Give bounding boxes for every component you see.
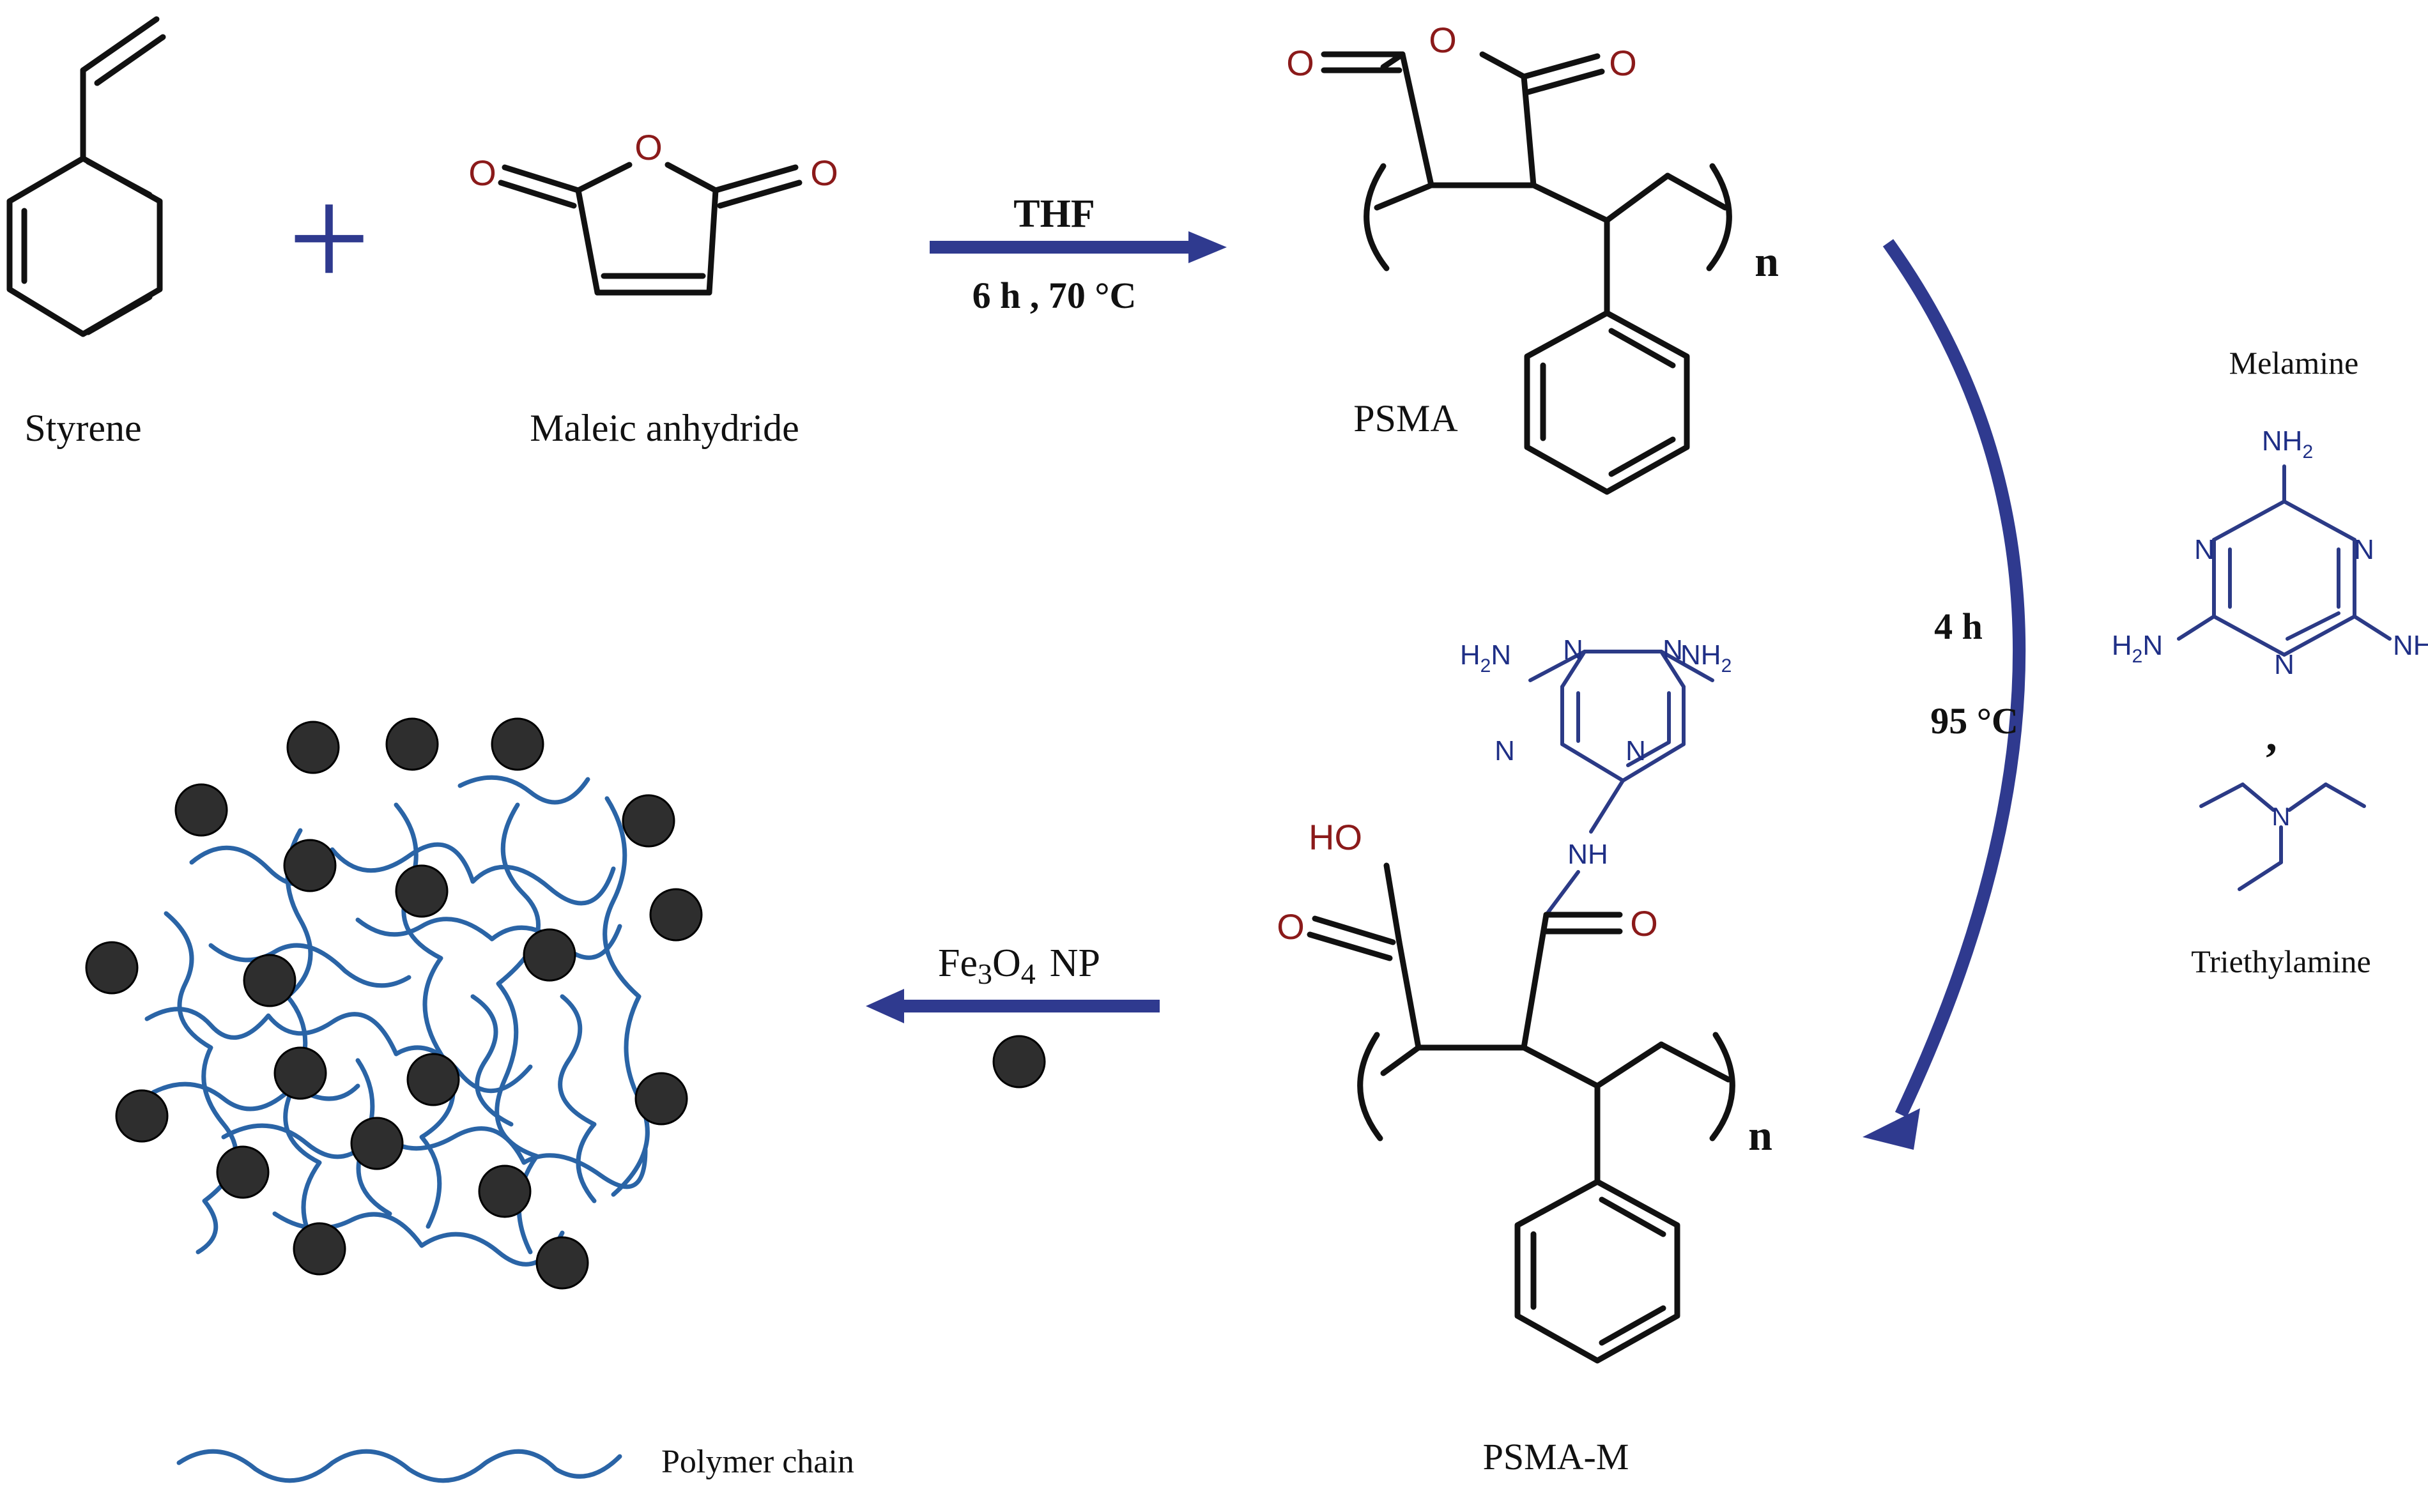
styrene-ring [6,155,163,337]
nitrogen-atom: N [2272,803,2291,831]
nanoparticle-icon [992,1035,1046,1088]
amino-group: NH2 [2262,425,2313,462]
reaction-arrow-curved [1863,239,2026,1150]
oxygen-atom: O [1429,20,1457,60]
styrene-label: Styrene [24,407,141,449]
melamine-structure [2177,464,2392,657]
oxygen-atom: O [1277,906,1305,947]
styrene-structure [6,16,166,337]
oxygen-atom: O [634,127,663,167]
nanoparticle-icon [491,717,544,771]
nanocomposite-illustration [85,717,703,1290]
oxygen-atom: O [1630,903,1658,943]
nanoparticle-icon [243,954,296,1007]
reagent-separator: , [2266,712,2277,761]
polymer-network [144,775,650,1267]
oxygen-atom: O [468,153,496,193]
nanoparticle-icon [293,1222,346,1276]
nanoparticle-icon [478,1165,532,1218]
triethylamine-structure [2199,783,2366,891]
maleic-anhydride-structure [498,162,803,296]
reaction-arrow-right [930,231,1227,263]
nanoparticle-icon [395,864,449,918]
reaction-temperature: 95 °C [1930,700,2018,742]
nitrogen-atom: N [1663,634,1683,666]
repeat-unit-n: n [1755,237,1779,286]
melamine-label: Melamine [2229,345,2359,381]
reaction-arrow-left [866,989,1160,1023]
nitrogen-atom: N [2274,649,2294,680]
styrene-double-bond [85,294,153,335]
psma-m-structure [1307,650,1735,1364]
nanoparticle-icon [622,794,675,848]
oxygen-atom: O [1609,43,1637,83]
solvent-label: THF [1013,192,1095,236]
nanoparticle-icon [634,1072,688,1126]
psma-structure [1321,51,1732,495]
nanoparticle-icon [85,941,139,995]
nanoparticle-icon [286,721,340,774]
nitrogen-atom: N [1563,634,1583,666]
legend: Polymer chain [176,1444,854,1483]
nanoparticle-icon [350,1117,404,1170]
vinyl-double-bond [80,16,160,73]
nitrogen-atom: N [1625,735,1646,767]
maleic-anhydride-label: Maleic anhydride [530,407,799,449]
amino-group: H2N [1460,639,1511,676]
amino-group: NH2 [2393,630,2428,667]
reaction-time: 4 h [1934,606,1983,647]
nitrogen-atom: N [1494,735,1515,767]
plus-sign: + [288,157,371,319]
nanoparticle-icon [283,839,337,892]
hydroxyl-group: HO [1309,817,1362,857]
psma-label: PSMA [1353,397,1457,439]
oxygen-atom: O [1286,43,1314,83]
nanoparticle-icon [385,717,439,771]
psma-m-label: PSMA-M [1483,1436,1629,1478]
nanoparticle-icon [649,888,703,942]
nanoparticle-icon [174,783,228,837]
nanoparticle-icon [273,1046,327,1100]
nanoparticle-icon [406,1053,460,1106]
nitrogen-atom: N [2354,534,2374,565]
amide-nh: NH [1567,839,1608,870]
nanoparticle-icon [523,928,576,982]
repeat-unit-n: n [1748,1111,1772,1159]
nitrogen-atom: N [2194,534,2215,565]
oxygen-atom: O [810,153,838,193]
triethylamine-label: Triethylamine [2191,943,2370,979]
nanoparticle-icon [535,1236,589,1290]
styrene-double-bond [85,158,153,198]
nanoparticles [85,717,703,1290]
reaction-conditions: 6 h , 70 °C [972,275,1137,316]
nanoparticle-icon [216,1145,270,1199]
vinyl-double-bond [94,34,166,86]
amino-group: NH2 [1680,639,1732,676]
nanoparticle-icon [115,1089,169,1143]
polymer-chain-legend-label: Polymer chain [661,1444,854,1480]
polymer-chain-legend-line [176,1449,622,1483]
amino-group: H2N [2112,630,2163,667]
